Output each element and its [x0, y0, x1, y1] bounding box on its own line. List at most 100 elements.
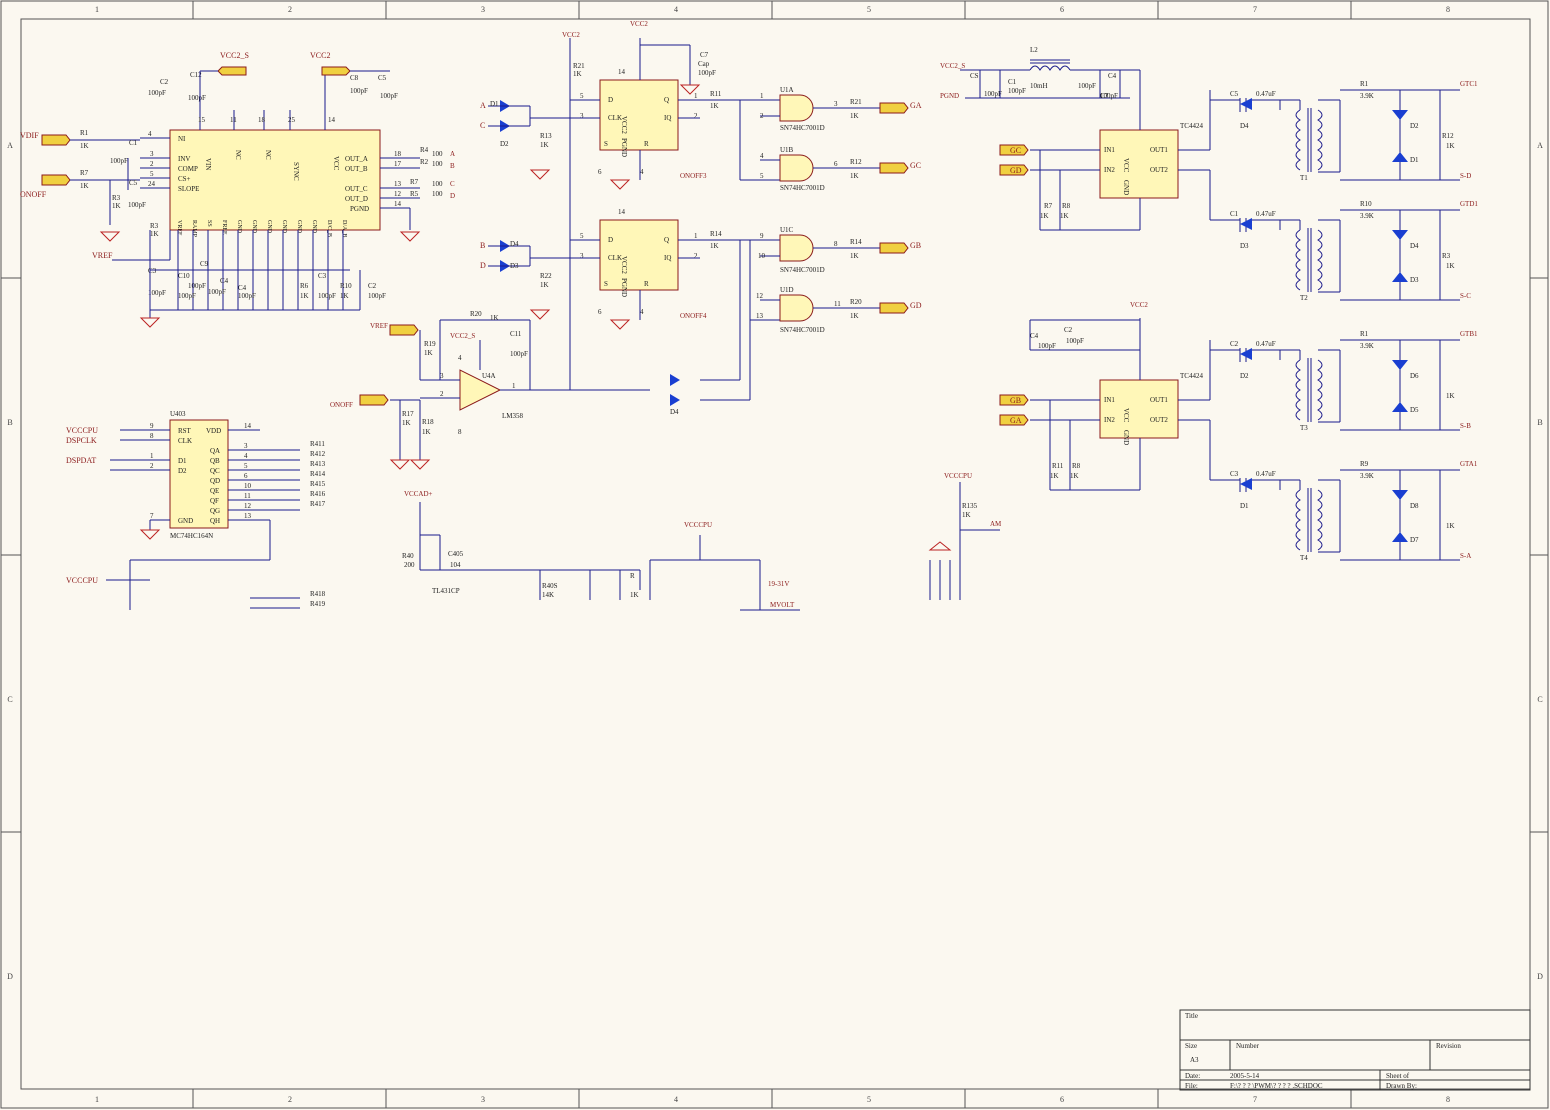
ic-bottom-name: GND — [311, 220, 317, 234]
row-label: B — [7, 418, 12, 427]
net-onoff4: ONOFF4 — [680, 312, 707, 320]
tb-date-value: 2005-5-14 — [1230, 1072, 1260, 1080]
sr-right-pin: 14 — [244, 422, 252, 430]
transformer-coil — [1295, 229, 1301, 291]
ic-inner-label: VIN — [204, 158, 212, 170]
ff-pin: CLK — [608, 254, 622, 262]
part-r-value: 1K — [340, 292, 349, 300]
ic-res-value: 100 — [432, 190, 443, 198]
part-cap: 100pF — [380, 92, 398, 100]
drv-part: TC4424 — [1180, 372, 1203, 380]
drv-pin: OUT2 — [1150, 166, 1168, 174]
part-res: R10 — [1360, 200, 1372, 208]
part-transformer: T4 — [1300, 554, 1308, 562]
drv-pin: VCC — [1122, 158, 1130, 173]
ground-symbol — [410, 459, 430, 470]
part-r14: R14 — [850, 238, 862, 246]
ic-left-name: COMP — [178, 165, 198, 173]
net-gate-output: GTB1 — [1460, 330, 1478, 338]
sr-right-name: QA — [210, 447, 220, 455]
net-vcc2: VCC2 — [630, 20, 648, 28]
part-cap-ref: C5 — [1230, 90, 1239, 98]
part-c405: C405 — [448, 550, 464, 558]
net-onoff3: ONOFF3 — [680, 172, 707, 180]
opamp-part: LM358 — [502, 412, 524, 420]
gate-pin: 6 — [834, 160, 838, 168]
sr-res: R415 — [310, 480, 326, 488]
sr-res: R411 — [310, 440, 325, 448]
gate-pin: 4 — [760, 152, 764, 160]
drv-pin: VCC — [1122, 408, 1130, 423]
part-r40s-value: 14K — [542, 591, 554, 599]
part-r-value: 1K — [1060, 212, 1069, 220]
vdif-port: VDIF R1 1K — [20, 129, 140, 150]
part-c2: C2 — [368, 282, 377, 290]
part-d3: D3 — [510, 262, 519, 270]
net-vcc2s: VCC2_S — [220, 51, 249, 60]
ff-pin: R — [644, 140, 649, 148]
part-diode: D1 — [1240, 502, 1249, 510]
part-r21: R21 — [573, 62, 585, 70]
part-r-value: 1K — [540, 281, 549, 289]
part-c405-value: 104 — [450, 561, 461, 569]
frame-row-labels: A B C D A B C D — [7, 141, 1543, 981]
ic-res-ref: R4 — [420, 146, 429, 154]
ff-vert2: PGND — [620, 278, 628, 297]
sr-res: R416 — [310, 490, 326, 498]
ic-bottom-name: SS — [206, 220, 212, 227]
part-r7: R7 — [1044, 202, 1053, 210]
sr-right-pin: 5 — [244, 462, 248, 470]
sr-left-pin: 9 — [150, 422, 154, 430]
part-zener: D2 — [1410, 122, 1419, 130]
part-cap: 100pF — [238, 292, 256, 300]
ff-pin-num: 2 — [694, 252, 698, 260]
part-rk: R — [630, 572, 635, 580]
part-r-value: 1K — [850, 112, 859, 120]
ff-pin: D — [608, 236, 613, 244]
part-res-value: 3.9K — [1360, 92, 1374, 100]
col-label: 3 — [481, 1095, 485, 1104]
part-diode: D3 — [1240, 242, 1249, 250]
part-r7: R7 — [80, 169, 89, 177]
part-r-value: 1K — [1070, 472, 1079, 480]
part-d4: D4 — [510, 240, 519, 248]
ic-top-pin: 11 — [230, 116, 237, 124]
part-c12: C12 — [190, 71, 202, 79]
diode-icon — [1240, 348, 1252, 360]
part-cap: 100pF — [1066, 337, 1084, 345]
col-label: 7 — [1253, 5, 1257, 14]
sr-right-name: QB — [210, 457, 220, 465]
net-vcc2s: VCC2_S — [450, 332, 475, 340]
part-r7-value: 1K — [80, 182, 89, 190]
gate-part: SN74HC7001D — [780, 184, 825, 192]
gate-driver-upper: IN1 IN2 OUT1 OUT2 VCC GND TC4424 GC GD R… — [999, 70, 1300, 231]
part-tl431: TL431CP — [432, 587, 460, 595]
net-am: AM — [990, 520, 1002, 528]
part-r22: R22 — [540, 272, 552, 280]
part-r-value: 1K — [573, 70, 582, 78]
net-gd: GD — [1010, 166, 1022, 175]
part-res-value: 1K — [1446, 262, 1455, 270]
part-res-value: 3.9K — [1360, 212, 1374, 220]
net-mvolt: MVOLT — [770, 601, 795, 609]
part-r-value: 1K — [402, 419, 411, 427]
part-cap: 100pF — [208, 288, 226, 296]
transformer-coil — [1295, 489, 1301, 551]
part-r-value: 1K — [1050, 472, 1059, 480]
net-gate-output: GTD1 — [1460, 200, 1478, 208]
ic-inner-label: SYNC — [292, 162, 300, 181]
ground-symbol — [390, 459, 410, 470]
part-c5: C5 — [129, 179, 138, 187]
gate-driver-lower: IN1 IN2 OUT1 OUT2 VCC GND TC4424 VCC2 GB… — [999, 301, 1300, 491]
tb-drawn-label: Drawn By: — [1386, 1082, 1417, 1090]
transformer-coil — [1317, 109, 1323, 171]
net-onoff: ONOFF — [330, 401, 353, 409]
ff-pin-num: 1 — [694, 232, 698, 240]
ff-vert: VCC2 — [620, 116, 628, 134]
part-r40: R40 — [402, 552, 414, 560]
zener-diode-icon — [1392, 272, 1408, 282]
part-cap: 100pF — [128, 201, 146, 209]
zener-diode-icon — [1392, 230, 1408, 240]
net-gc: GC — [1010, 146, 1021, 155]
